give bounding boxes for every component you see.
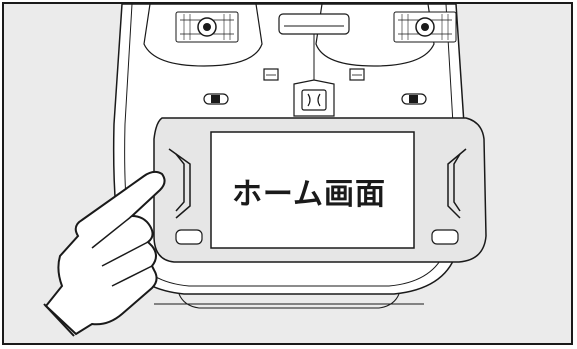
left-chevron-button [168, 148, 191, 219]
home-screen-label: ホーム画面 [231, 177, 387, 212]
screen-display [210, 131, 415, 249]
left-bottom-button [175, 229, 203, 245]
left-small-switch [263, 68, 279, 81]
right-gimbal [315, 4, 457, 67]
right-small-switch [349, 68, 365, 81]
center-button [293, 79, 335, 117]
illustration-frame: ホーム画面 [2, 2, 573, 345]
right-bottom-button [431, 229, 459, 245]
left-slide-switch [203, 93, 229, 105]
center-slot [278, 13, 350, 84]
right-chevron-button [447, 148, 467, 219]
left-gimbal [143, 4, 263, 67]
transmitter-illustration [43, 4, 487, 337]
right-slide-switch [401, 93, 427, 105]
pointing-hand-icon [43, 170, 166, 337]
